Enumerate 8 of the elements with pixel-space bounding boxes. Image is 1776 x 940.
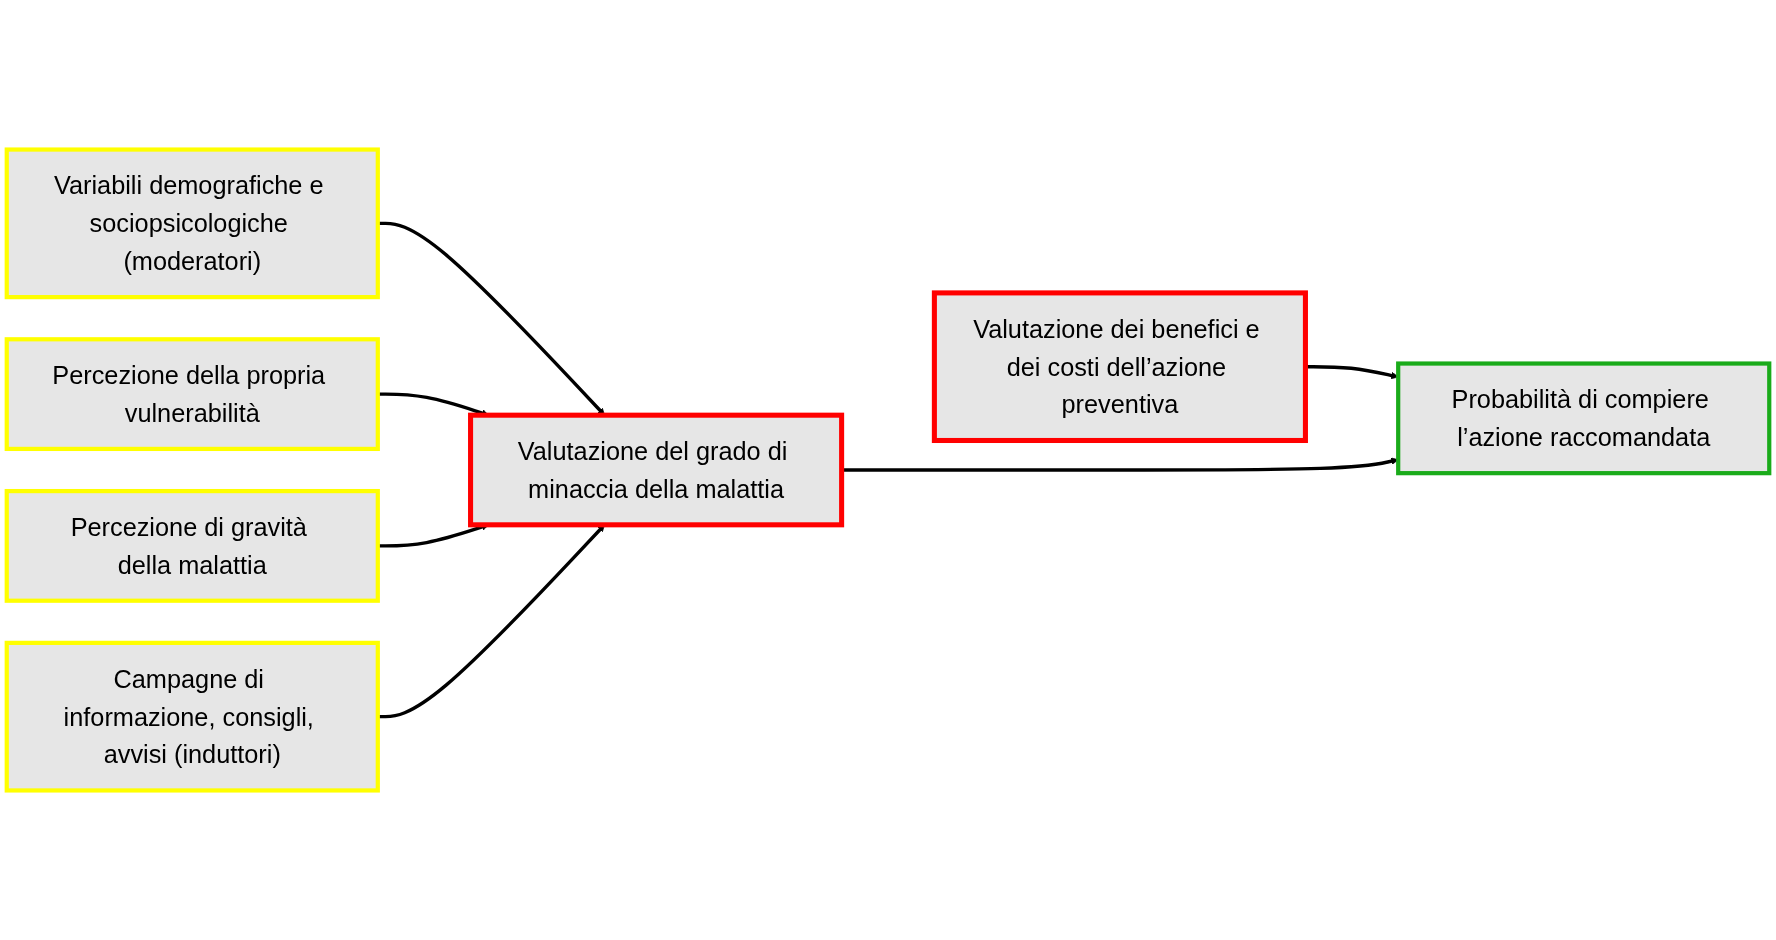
- node-box: Percezione della propria vulnerabilità: [4, 337, 380, 452]
- node-box: Variabili demografiche e sociopsicologiche (moderatori): [4, 147, 380, 300]
- node-box: Probabilità di compiere l’azione raccomandata: [1396, 361, 1772, 476]
- node-box: Valutazione dei benefici e dei costi dell’azione preventiva: [931, 290, 1308, 443]
- node-box: Valutazione del grado di minaccia della malattia: [468, 412, 845, 528]
- arrow: [1305, 365, 1399, 380]
- node-box: Campagne di informazione, consigli, avvisi (induttori): [4, 640, 380, 793]
- node-box: Percezione di gravità della malattia: [4, 488, 380, 603]
